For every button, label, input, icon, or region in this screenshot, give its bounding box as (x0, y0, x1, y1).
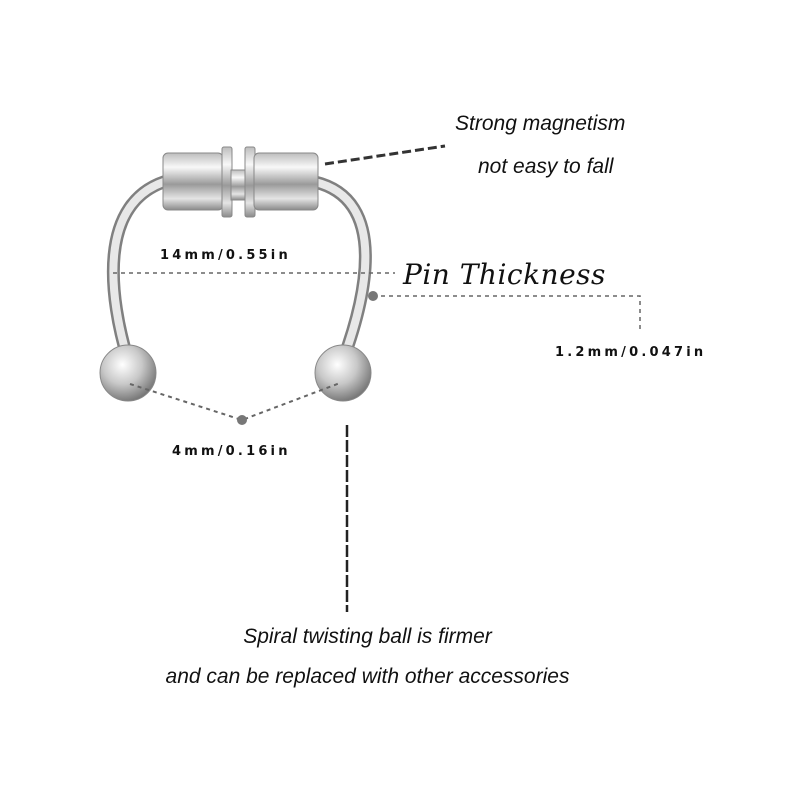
left-ball (99, 344, 157, 402)
magnetic-clasp (162, 146, 319, 218)
ball-callout-line2: and can be replaced with other accessori… (165, 665, 570, 688)
ball-dimension-dot (237, 415, 247, 425)
pin-thickness-title: Pin Thickness (403, 258, 606, 291)
right-ball (314, 344, 372, 402)
ball-callout-line1: Spiral twisting ball is firmer (243, 625, 492, 648)
pin-thickness-value: 1.2mm/0.047in (555, 345, 707, 360)
pin-thickness-dot (368, 291, 378, 301)
magnet-callout-line1: Strong magnetism (455, 112, 626, 135)
magnet-callout-line2: not easy to fall (478, 155, 614, 178)
horseshoe-bar (106, 173, 372, 367)
guide-lines (113, 144, 641, 612)
ball-dimension-label: 4mm/0.16in (172, 444, 291, 459)
width-dimension-label: 14mm/0.55in (160, 248, 291, 263)
